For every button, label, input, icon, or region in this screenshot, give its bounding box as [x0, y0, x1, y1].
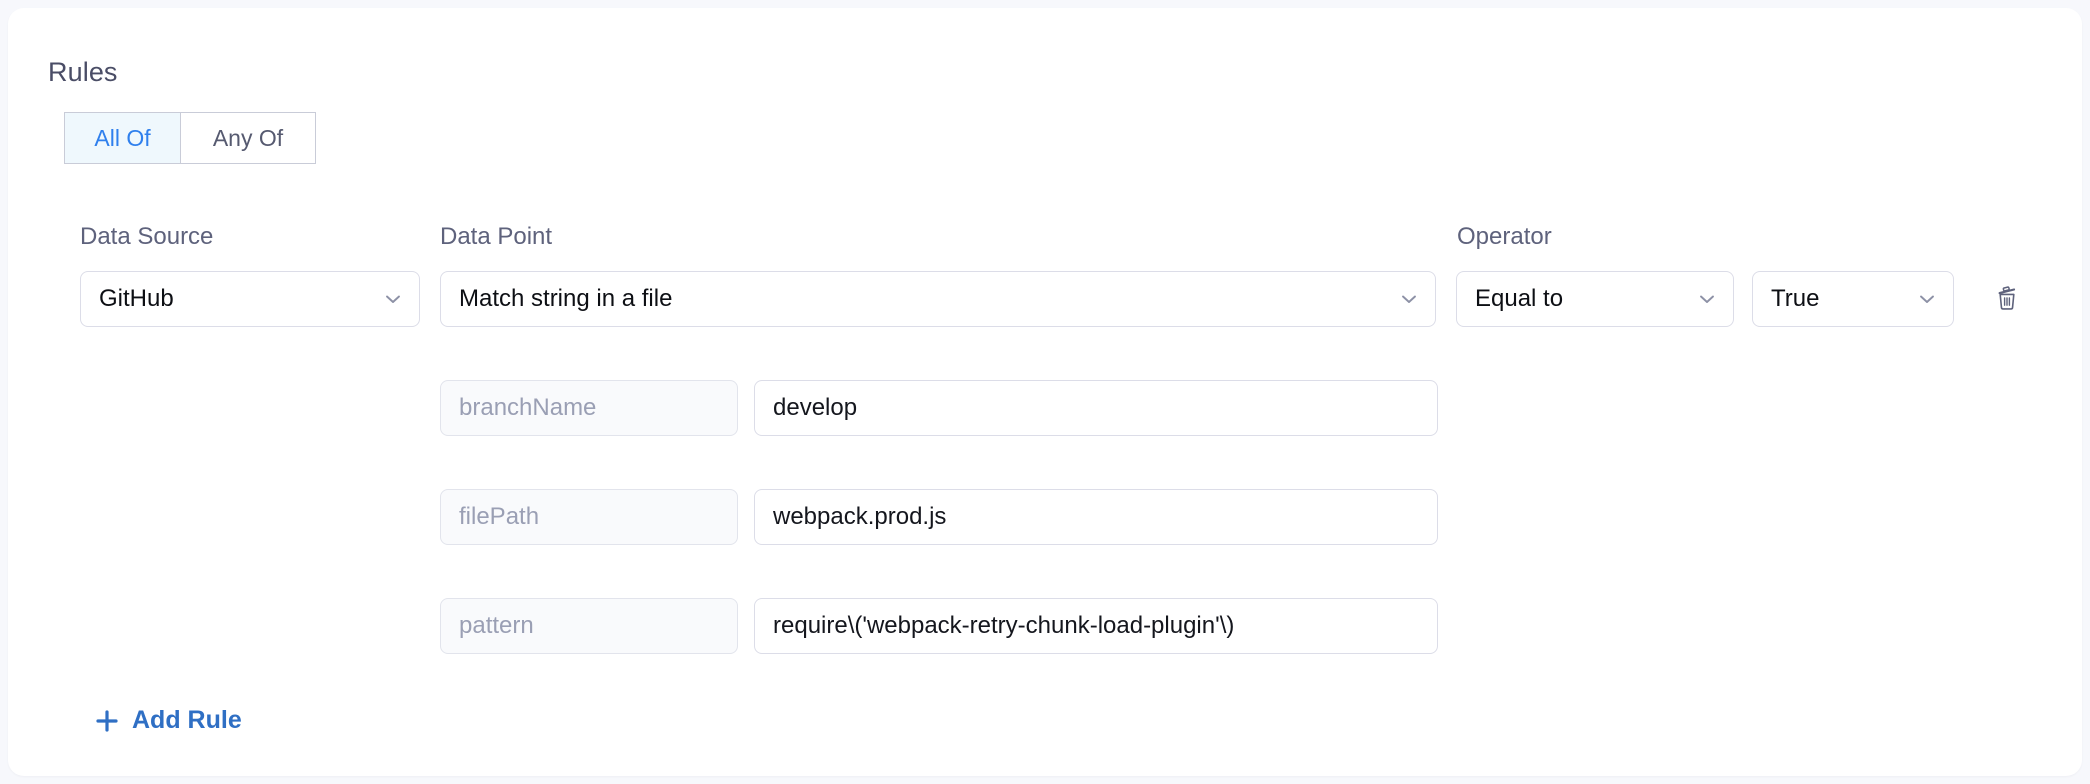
- parameter-value-input[interactable]: webpack.prod.js: [754, 489, 1438, 545]
- operator-label: Operator: [1457, 223, 1552, 250]
- parameter-value-input[interactable]: develop: [754, 380, 1438, 436]
- match-mode-any-of-button[interactable]: Any Of: [180, 112, 316, 164]
- data-point-select[interactable]: Match string in a file: [440, 271, 1436, 327]
- parameter-key-input[interactable]: filePath: [440, 489, 738, 545]
- delete-rule-button[interactable]: [1983, 276, 2031, 324]
- chevron-down-icon: [1915, 287, 1939, 311]
- plus-icon: [94, 708, 120, 734]
- trash-icon: [1990, 281, 2024, 320]
- page-title: Rules: [48, 57, 118, 87]
- parameter-key-input[interactable]: branchName: [440, 380, 738, 436]
- data-source-label: Data Source: [80, 223, 214, 250]
- operator-value-select[interactable]: True: [1752, 271, 1954, 327]
- chevron-down-icon: [1695, 287, 1719, 311]
- rules-card: Rules All Of Any Of Data Source Data Poi…: [8, 8, 2082, 776]
- match-mode-all-of-button[interactable]: All Of: [64, 112, 180, 164]
- add-rule-label: Add Rule: [132, 706, 242, 734]
- data-source-select[interactable]: GitHub: [80, 271, 420, 327]
- operator-value-select-value: True: [1771, 285, 1820, 312]
- data-point-label: Data Point: [440, 223, 553, 250]
- add-rule-button[interactable]: Add Rule: [94, 706, 242, 735]
- parameter-value-input[interactable]: require\('webpack-retry-chunk-load-plugi…: [754, 598, 1438, 654]
- match-mode-toggle-group[interactable]: All Of Any Of: [64, 112, 316, 164]
- data-point-select-value: Match string in a file: [459, 285, 673, 312]
- parameter-key-input[interactable]: pattern: [440, 598, 738, 654]
- chevron-down-icon: [1397, 287, 1421, 311]
- operator-select[interactable]: Equal to: [1456, 271, 1734, 327]
- operator-select-value: Equal to: [1475, 285, 1564, 312]
- data-source-select-value: GitHub: [99, 285, 174, 312]
- chevron-down-icon: [381, 287, 405, 311]
